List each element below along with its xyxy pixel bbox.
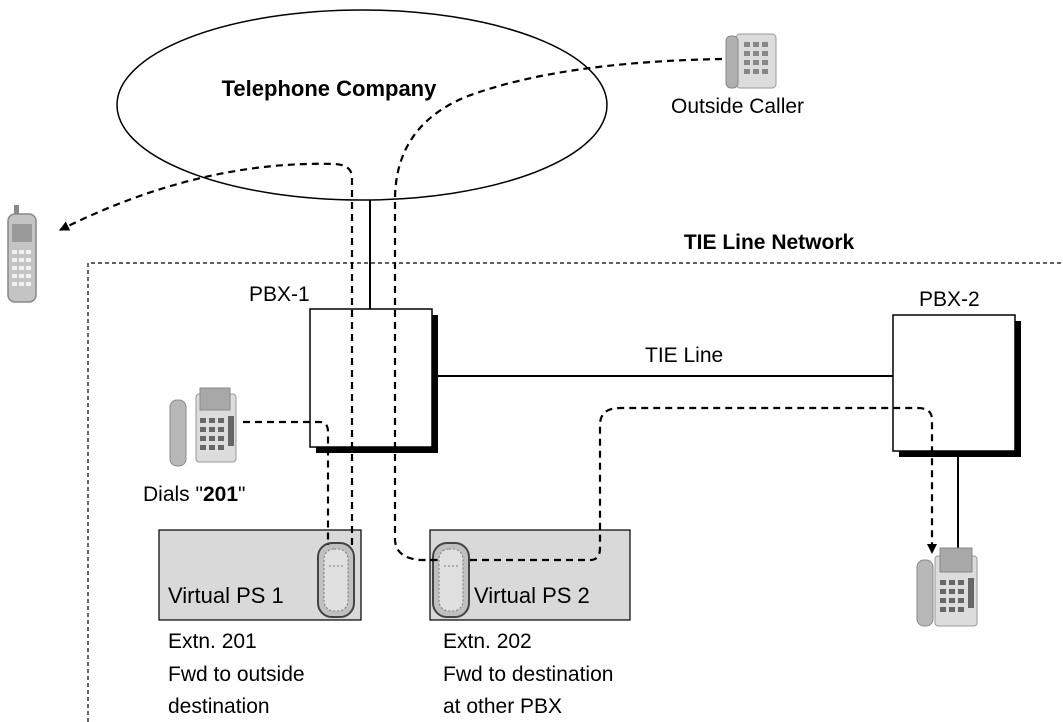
vps2-label: Virtual PS 2 [474, 583, 590, 608]
vps2-handset-icon [432, 542, 470, 618]
vps2-forward-line2: at other PBX [443, 695, 562, 718]
vps1-label: Virtual PS 1 [168, 583, 284, 608]
vps2-extension: Extn. 202 [443, 630, 532, 653]
tie-network-boundary [87, 262, 1063, 722]
dials-label: Dials "201" [143, 483, 245, 506]
call-path-forward-other-pbx [470, 406, 937, 562]
call-path-outside-caller [393, 57, 723, 562]
mobile-phone-icon [7, 205, 37, 303]
vps1-forward-line1: Fwd to outside [168, 663, 305, 686]
tie-network-label: TIE Line Network [684, 231, 855, 254]
vps1-handset-icon [317, 542, 355, 618]
tie-line-label: TIE Line [645, 344, 723, 367]
vps2-forward-line1: Fwd to destination [443, 663, 613, 686]
outside-caller-label: Outside Caller [671, 95, 804, 118]
call-path-extension [243, 420, 330, 545]
pbx2-label: PBX-2 [919, 288, 980, 311]
outside-caller-phone-icon [725, 33, 777, 89]
vps1-extension: Extn. 201 [168, 630, 257, 653]
pbx1-box [309, 308, 433, 448]
dialing-desk-phone-icon [169, 387, 237, 467]
pbx1-label: PBX-1 [249, 283, 310, 306]
destination-desk-phone-icon [916, 547, 978, 627]
call-path-forward-outside [59, 162, 354, 545]
pbx2-box [892, 314, 1016, 452]
telephone-company-label: Telephone Company [222, 76, 437, 101]
vps1-forward-line2: destination [168, 695, 270, 718]
telephone-company-cloud [116, 9, 608, 201]
